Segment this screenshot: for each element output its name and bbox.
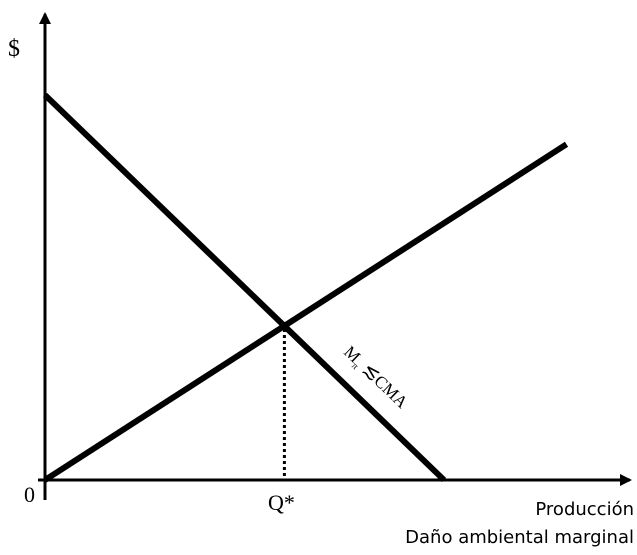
x-axis-label: Producción bbox=[535, 499, 634, 520]
series-line-upward bbox=[43, 141, 569, 483]
curve-label-mcma: Mπ ≲CMA bbox=[338, 341, 413, 415]
origin-label: 0 bbox=[24, 482, 35, 507]
q-star-label: Q* bbox=[268, 490, 295, 515]
curve-label-cma: CMA bbox=[370, 371, 412, 412]
series-line-downward bbox=[42, 92, 447, 483]
y-axis-label: $ bbox=[8, 36, 20, 62]
curve-label-subscript: π bbox=[349, 361, 360, 372]
x-axis-secondary-label: Daño ambiental marginal bbox=[405, 527, 634, 548]
